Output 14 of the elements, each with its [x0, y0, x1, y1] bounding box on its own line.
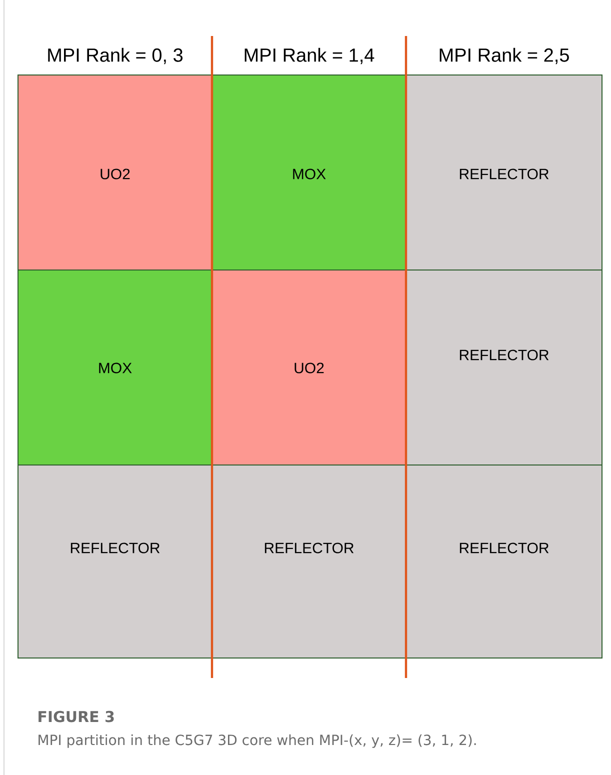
rank-header: MPI Rank = 1,4	[244, 48, 374, 64]
core-cell: REFLECTOR	[406, 464, 602, 658]
figure-label: FIGURE 3	[38, 710, 114, 722]
core-cell: REFLECTOR	[18, 464, 212, 658]
rank-header: MPI Rank = 0, 3	[48, 48, 183, 64]
rank-header: MPI Rank = 2,5	[440, 48, 569, 64]
core-cell: REFLECTOR	[406, 74, 602, 270]
core-cell: REFLECTOR	[406, 270, 602, 466]
core-cell: MOX	[18, 270, 212, 466]
caption: MPI partition in the C5G7 3D core when MPI-(x, y, z)= (3, 1, 2).	[38, 734, 476, 748]
core-cell: UO2	[212, 270, 406, 466]
core-cell: REFLECTOR	[212, 464, 406, 658]
core-cell: UO2	[18, 74, 212, 270]
core-cell: MOX	[212, 74, 406, 270]
